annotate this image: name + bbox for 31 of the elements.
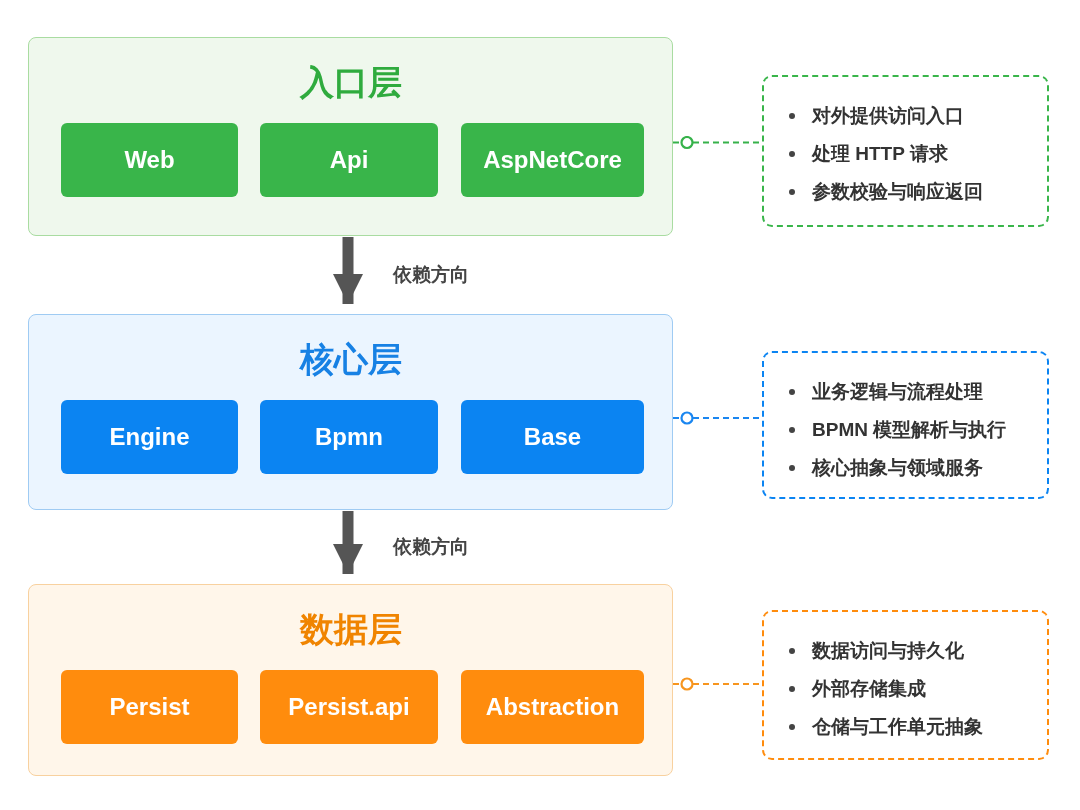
module-box: Engine bbox=[61, 400, 238, 474]
layer-panel bbox=[28, 584, 673, 776]
edge-label: 依赖方向 bbox=[393, 534, 469, 559]
bullet-item: 对外提供访问入口 bbox=[812, 104, 964, 128]
note-box bbox=[762, 351, 1049, 499]
bullet-item: 参数校验与响应返回 bbox=[812, 180, 983, 204]
edge-label: 依赖方向 bbox=[393, 262, 469, 287]
bullet-item: 处理 HTTP 请求 bbox=[812, 142, 948, 166]
bullet-item: 数据访问与持久化 bbox=[812, 639, 964, 663]
module-box: Web bbox=[61, 123, 238, 197]
layer-panel bbox=[28, 37, 673, 236]
module-box: Bpmn bbox=[260, 400, 438, 474]
module-box: Persist.api bbox=[260, 670, 438, 744]
bullet-item: 外部存储集成 bbox=[812, 677, 926, 701]
module-box: Abstraction bbox=[461, 670, 644, 744]
layer-panel bbox=[28, 314, 673, 510]
module-box: Api bbox=[260, 123, 438, 197]
layer-title: 核心层 bbox=[298, 339, 403, 380]
bullet-item: 核心抽象与领域服务 bbox=[812, 456, 983, 480]
note-box bbox=[762, 75, 1049, 227]
bullet-item: BPMN 模型解析与执行 bbox=[812, 418, 1007, 442]
bullet-item: 仓储与工作单元抽象 bbox=[812, 715, 983, 739]
module-box: AspNetCore bbox=[461, 123, 644, 197]
module-box: Base bbox=[461, 400, 644, 474]
module-box: Persist bbox=[61, 670, 238, 744]
bullet-item: 业务逻辑与流程处理 bbox=[812, 380, 983, 404]
dependency-arrow bbox=[333, 511, 363, 574]
dependency-arrow bbox=[333, 237, 363, 304]
layer-title: 入口层 bbox=[298, 62, 403, 103]
note-box bbox=[762, 610, 1049, 760]
layer-title: 数据层 bbox=[298, 609, 403, 650]
